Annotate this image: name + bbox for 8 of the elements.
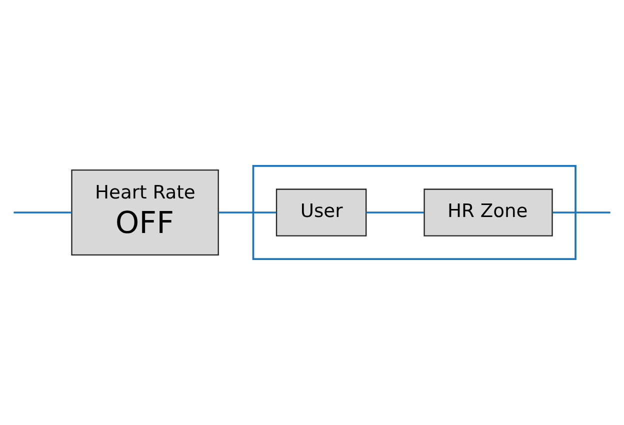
- node-box: Heart Rate OFF: [71, 169, 219, 256]
- node-box: HR Zone: [424, 188, 553, 236]
- connector: [14, 212, 72, 214]
- connector: [366, 212, 424, 214]
- connector: [552, 212, 610, 214]
- node-box: User: [276, 188, 367, 236]
- connector: [218, 212, 276, 214]
- cluster: [252, 165, 576, 260]
